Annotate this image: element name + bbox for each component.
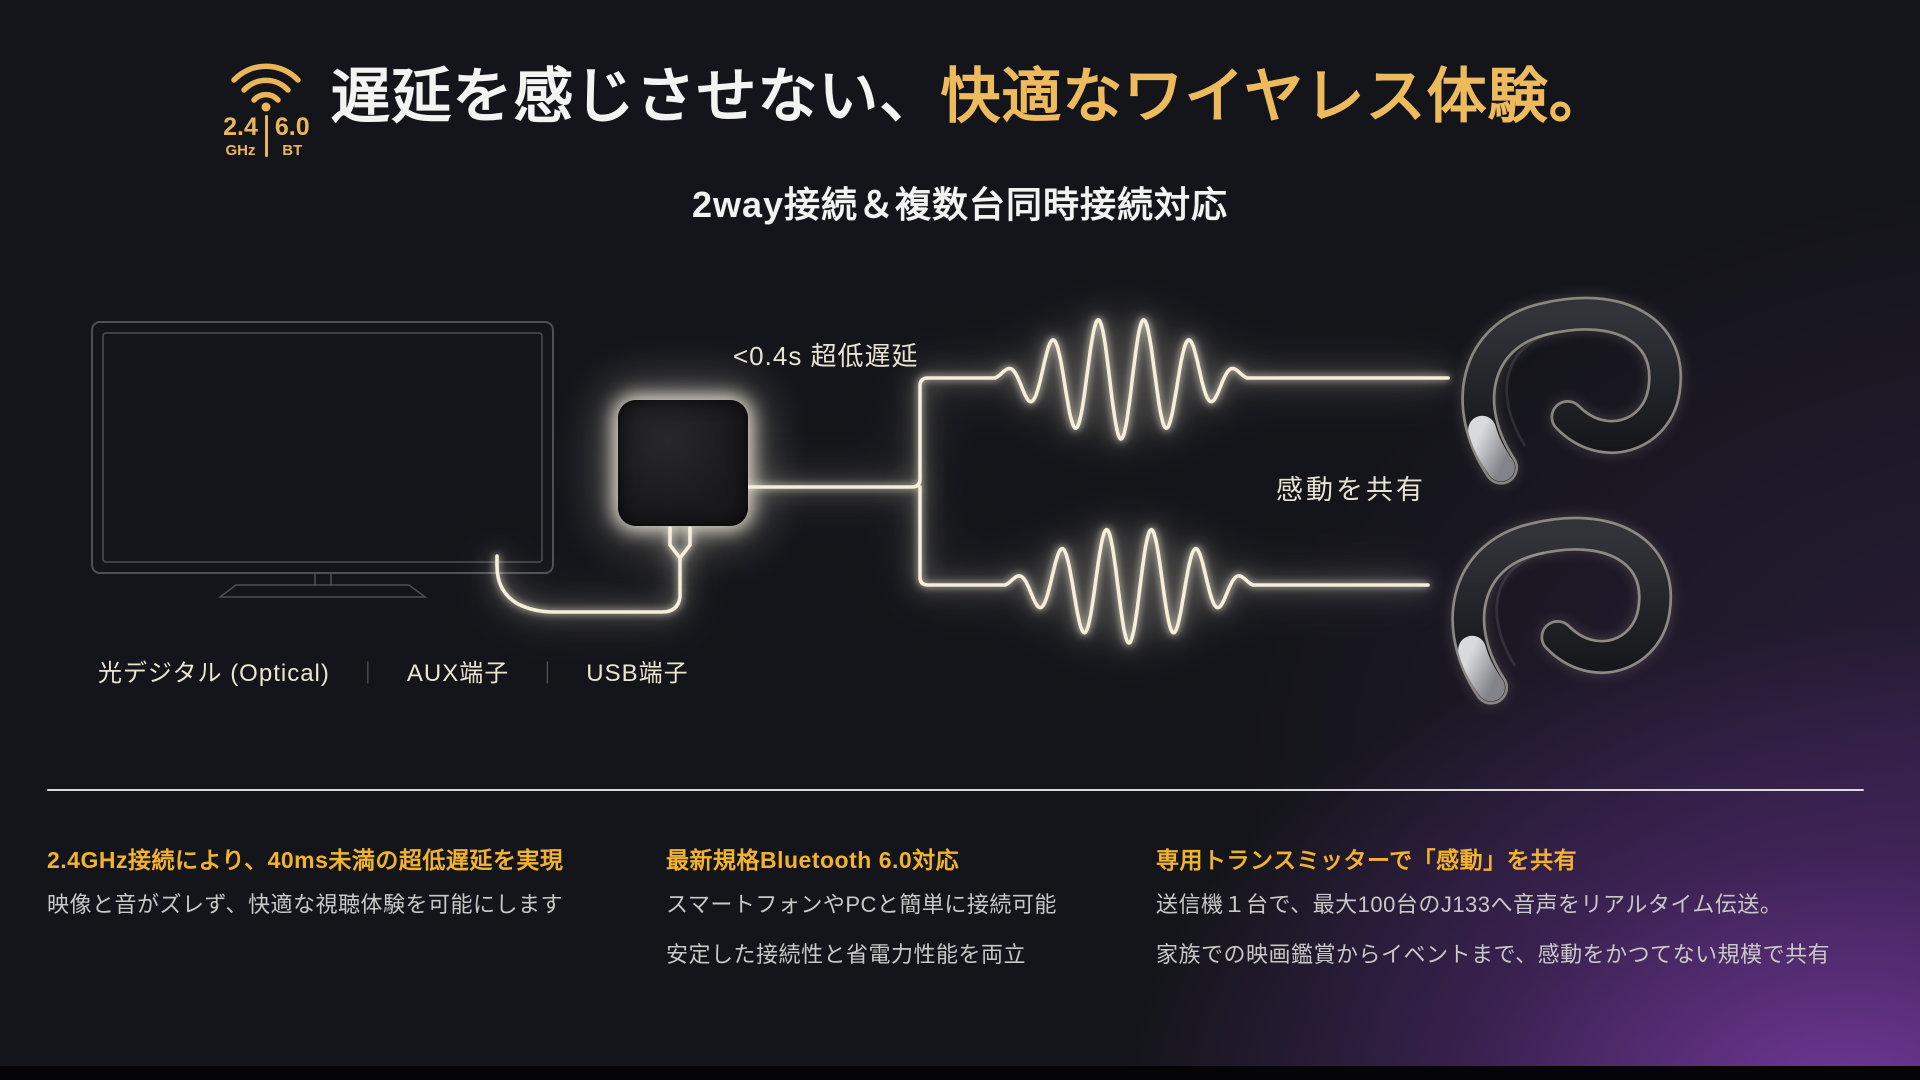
port-divider: ｜: [536, 661, 560, 686]
feature-line: 家族での映画鑑賞からイベントまで、感動をかつてない規模で共有: [1156, 942, 1831, 967]
title-white-part: 遅延を感じさせない、: [330, 63, 941, 130]
feature-low-latency: 2.4GHz接続により、40ms未満の超低遅延を実現 映像と音がズレず、快適な視…: [47, 845, 563, 943]
wifi-icon: [231, 63, 302, 112]
feature-line: 安定した接続性と省電力性能を両立: [666, 942, 1027, 967]
wave-branch-bottom: [918, 485, 1430, 645]
page-title: 遅延を感じさせない、快適なワイヤレス体験。: [330, 54, 1609, 140]
port-usb: USB端子: [586, 660, 689, 687]
feature-transmitter-share: 専用トランスミッターで「感動」を共有 送信機１台で、最大100台のJ133へ音声…: [1156, 845, 1830, 993]
badge-freq-unit: GHz: [225, 142, 256, 159]
share-label: 感動を共有: [1276, 475, 1426, 505]
feature-heading: 専用トランスミッターで「感動」を共有: [1156, 847, 1578, 873]
dual-band-badge: 2.4 GHz 6.0 BT: [218, 54, 314, 158]
neckband-speaker-bottom: [1468, 534, 1655, 688]
badge-bt-value: 6.0: [274, 113, 310, 141]
subtitle: 2way接続＆複数台同時接続対応: [691, 184, 1229, 225]
feature-heading: 最新規格Bluetooth 6.0対応: [666, 847, 960, 873]
badge-freq-value: 2.4: [223, 113, 258, 141]
port-labels: 光デジタル (Optical) ｜ AUX端子 ｜ USB端子: [98, 658, 689, 690]
tv-illustration: [91, 321, 554, 598]
port-aux: AUX端子: [406, 660, 510, 687]
plug-connector: [668, 526, 692, 560]
feature-bluetooth: 最新規格Bluetooth 6.0対応 スマートフォンやPCと簡単に接続可能 安…: [666, 845, 1057, 993]
port-optical: 光デジタル (Optical): [98, 660, 330, 687]
feature-line: スマートフォンやPCと簡単に接続可能: [666, 892, 1057, 917]
header: 2.4 GHz 6.0 BT 遅延を感じさせない、快適なワイヤレス体験。: [0, 54, 1920, 158]
transmitter-box: [618, 400, 748, 526]
latency-label: <0.4s 超低遅延: [733, 341, 919, 371]
badge-divider: [264, 115, 268, 157]
section-divider: [47, 789, 1864, 791]
optical-cable: [495, 554, 682, 614]
bottom-strip: [0, 1066, 1920, 1080]
badge-bt-unit: BT: [282, 142, 303, 159]
neckband-speaker-top: [1478, 314, 1665, 468]
port-divider: ｜: [356, 661, 380, 686]
feature-line: 映像と音がズレず、快適な視聴体験を可能にします: [47, 892, 563, 917]
feature-heading: 2.4GHz接続により、40ms未満の超低遅延を実現: [47, 847, 564, 873]
title-gold-part: 快適なワイヤレス体験。: [940, 54, 1609, 140]
feature-line: 送信機１台で、最大100台のJ133へ音声をリアルタイム伝送。: [1156, 892, 1783, 917]
